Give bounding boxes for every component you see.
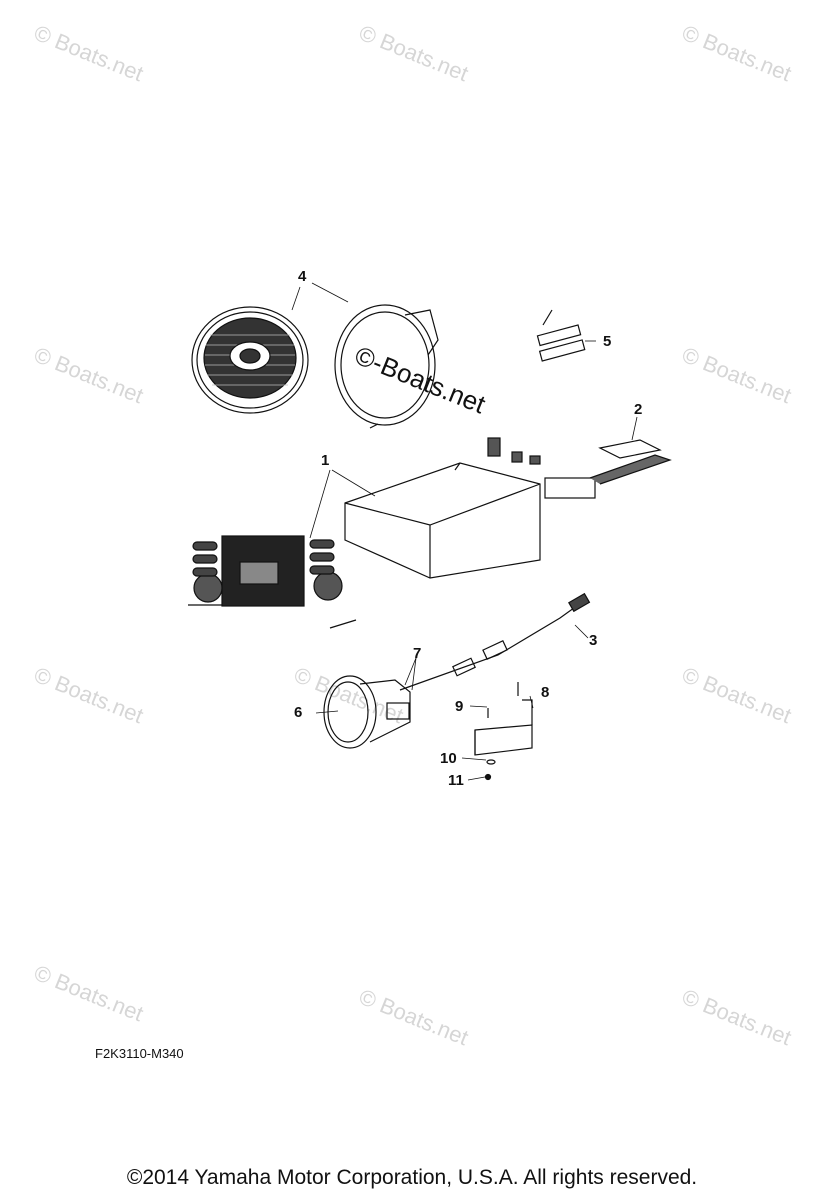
remote-display bbox=[323, 675, 411, 749]
callout-6: 6 bbox=[294, 704, 303, 721]
nut-11 bbox=[484, 773, 492, 781]
callout-1: 1 bbox=[321, 452, 330, 469]
callout-10: 10 bbox=[440, 750, 457, 767]
callout-5: 5 bbox=[603, 333, 612, 350]
diagram-code: F2K3110-M340 bbox=[95, 1046, 184, 1061]
washer-10 bbox=[486, 759, 496, 765]
wiring-harness bbox=[544, 439, 672, 499]
callout-3: 3 bbox=[589, 632, 598, 649]
stereo-faceplate bbox=[188, 535, 343, 607]
callout-2: 2 bbox=[634, 401, 643, 418]
speaker-body bbox=[334, 304, 439, 429]
fuse-holder bbox=[536, 309, 586, 362]
stereo-chassis bbox=[344, 462, 541, 579]
usb-cable bbox=[399, 592, 591, 691]
leader-lines bbox=[291, 282, 638, 781]
callout-4: 4 bbox=[298, 268, 307, 285]
callout-11: 11 bbox=[448, 772, 464, 789]
speaker-grille bbox=[191, 306, 309, 414]
copyright-footer: ©2014 Yamaha Motor Corporation, U.S.A. A… bbox=[126, 1166, 698, 1189]
connectors bbox=[487, 437, 541, 465]
bracket bbox=[474, 699, 533, 756]
screw bbox=[329, 619, 357, 629]
callout-7: 7 bbox=[413, 645, 422, 662]
callout-9: 9 bbox=[455, 698, 464, 715]
callout-8: 8 bbox=[541, 684, 550, 701]
